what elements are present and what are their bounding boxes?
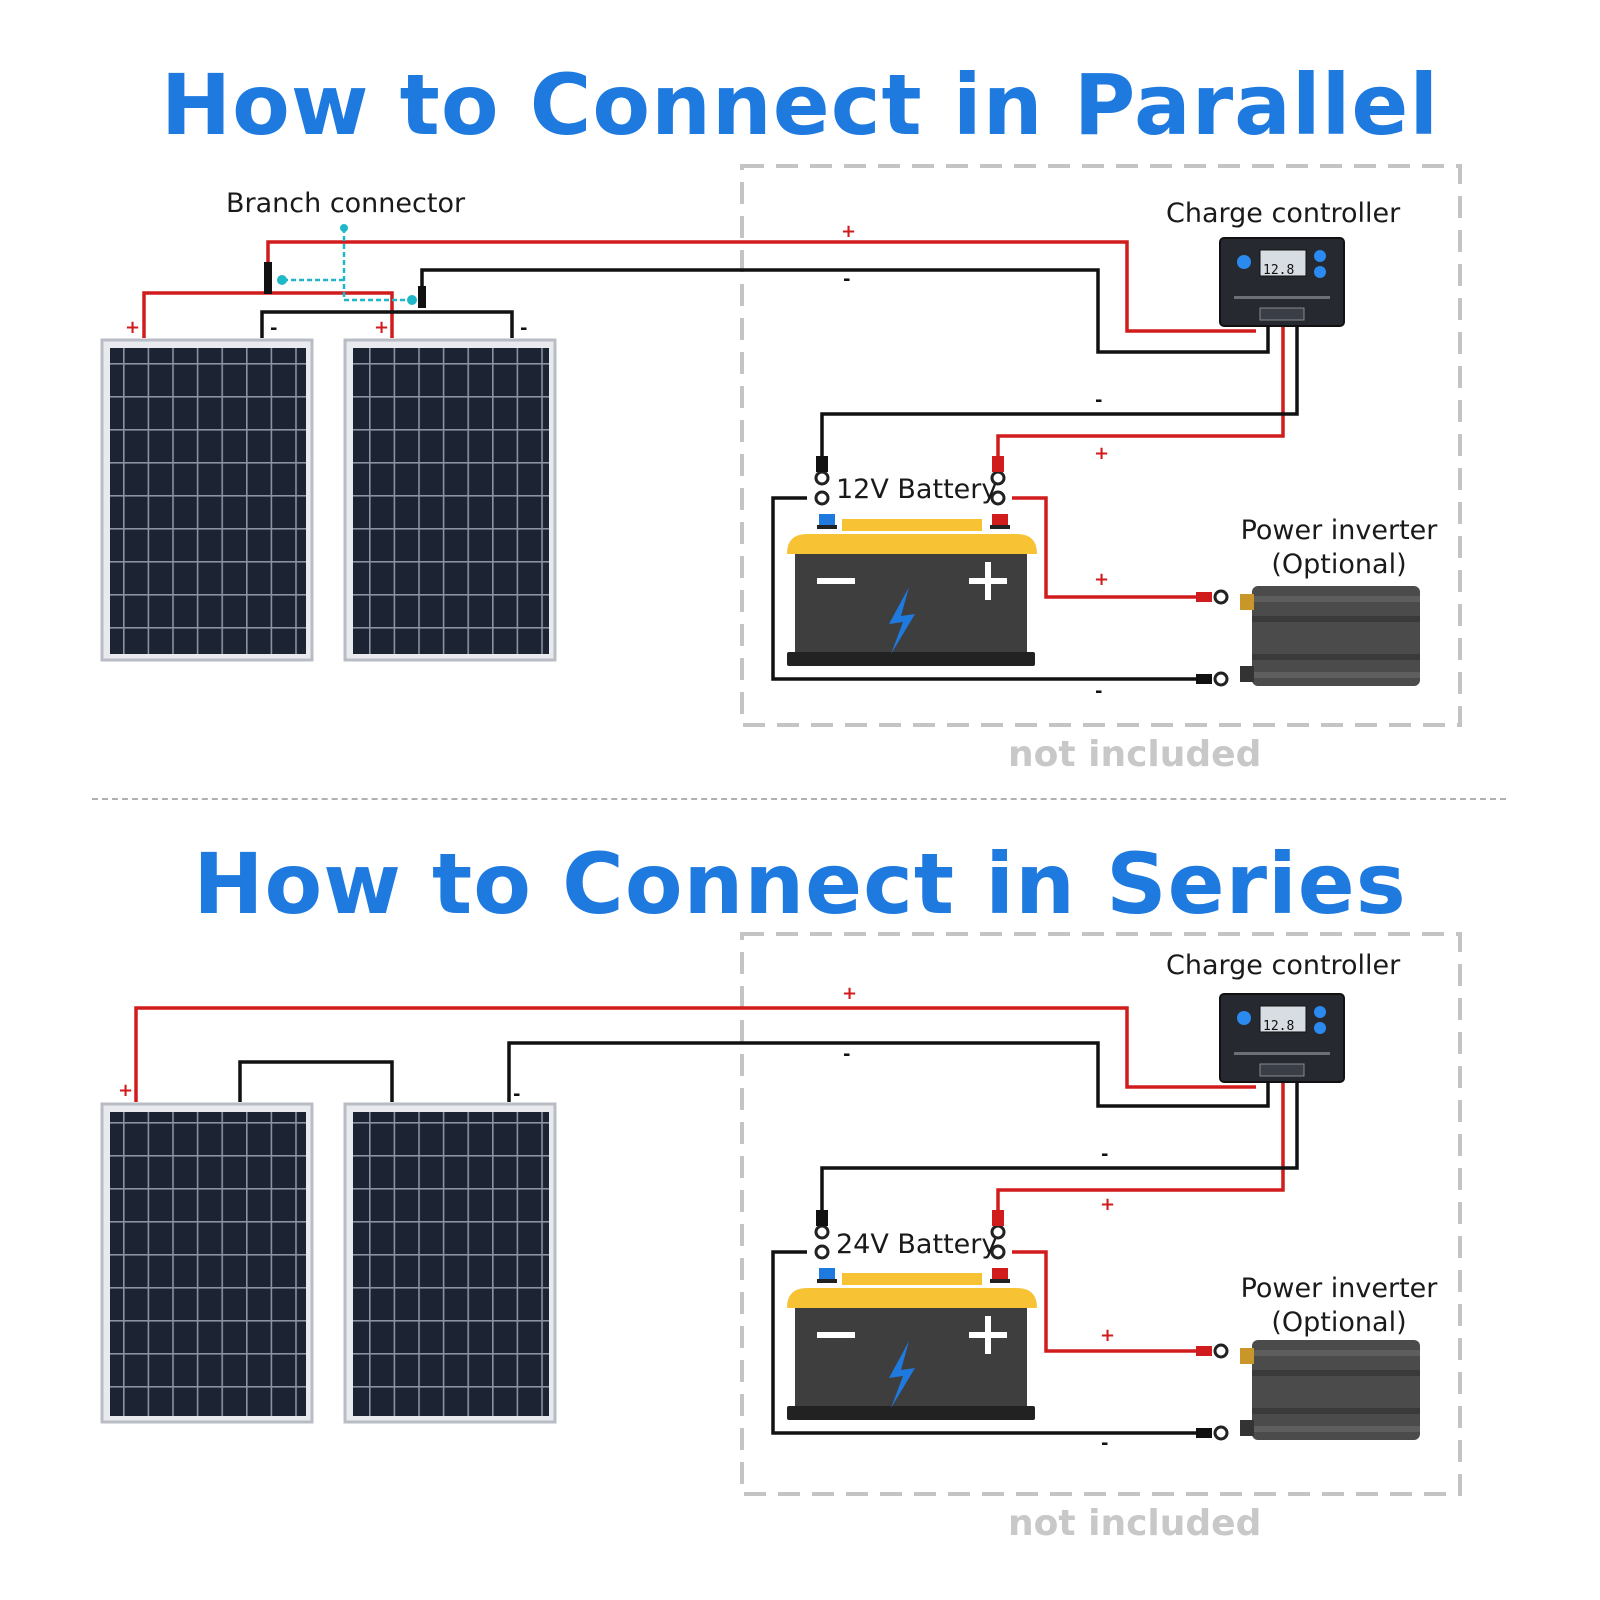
solar-panel-left bbox=[100, 1102, 314, 1424]
not-included-note: not included bbox=[1008, 1503, 1262, 1544]
parallel-charge-controller bbox=[1219, 237, 1345, 327]
polarity-minus: - bbox=[1095, 681, 1102, 702]
solar-panel-right bbox=[343, 338, 557, 662]
inverter-label-line2: (Optional) bbox=[1271, 549, 1407, 580]
branch-connector-label: Branch connector bbox=[226, 188, 466, 219]
polarity-plus: + bbox=[125, 317, 140, 338]
inverter-label-line1: Power inverter bbox=[1240, 1273, 1438, 1304]
parallel-power-inverter bbox=[1240, 586, 1420, 686]
charge-controller-label: Charge controller bbox=[1166, 198, 1401, 229]
polarity-plus: + bbox=[842, 983, 857, 1004]
polarity-plus: + bbox=[1094, 443, 1109, 464]
parallel-positive-wires bbox=[142, 240, 1285, 599]
section-divider bbox=[92, 798, 1506, 800]
charge-controller-label: Charge controller bbox=[1166, 950, 1401, 981]
inverter-label: Power inverter (Optional) bbox=[1234, 1272, 1444, 1340]
polarity-minus: - bbox=[520, 318, 527, 339]
parallel-negative-wires bbox=[260, 268, 1299, 681]
controller-display-value: 12.8 bbox=[1263, 1019, 1294, 1034]
not-included-note: not included bbox=[1008, 734, 1262, 775]
battery-label: 12V Battery bbox=[836, 474, 998, 505]
inverter-label: Power inverter (Optional) bbox=[1234, 514, 1444, 582]
polarity-plus: + bbox=[118, 1080, 133, 1101]
controller-display-value: 12.8 bbox=[1263, 263, 1294, 278]
series-negative-wires bbox=[238, 1041, 1299, 1435]
polarity-plus: + bbox=[841, 221, 856, 242]
series-power-inverter bbox=[1240, 1340, 1420, 1440]
inverter-label-line2: (Optional) bbox=[1271, 1307, 1407, 1338]
polarity-minus: - bbox=[1101, 1144, 1108, 1165]
series-not-included-box bbox=[740, 932, 1462, 1496]
polarity-minus: - bbox=[513, 1084, 520, 1105]
parallel-title: How to Connect in Parallel bbox=[160, 56, 1440, 154]
polarity-plus: + bbox=[1100, 1325, 1115, 1346]
solar-panel-left bbox=[100, 338, 314, 662]
polarity-plus: + bbox=[1094, 569, 1109, 590]
inverter-label-line1: Power inverter bbox=[1240, 515, 1438, 546]
polarity-minus: - bbox=[843, 269, 850, 290]
solar-panel-right bbox=[343, 1102, 557, 1424]
polarity-plus: + bbox=[1100, 1194, 1115, 1215]
polarity-minus: - bbox=[1095, 390, 1102, 411]
polarity-minus: - bbox=[843, 1044, 850, 1065]
polarity-plus: + bbox=[374, 317, 389, 338]
battery-label: 24V Battery bbox=[836, 1229, 998, 1260]
branch-connector-pointer bbox=[282, 228, 412, 302]
polarity-minus: - bbox=[270, 318, 277, 339]
parallel-battery bbox=[787, 514, 1037, 666]
series-charge-controller bbox=[1219, 993, 1345, 1083]
parallel-not-included-box bbox=[740, 164, 1462, 727]
series-title: How to Connect in Series bbox=[193, 835, 1407, 933]
series-battery bbox=[787, 1268, 1037, 1420]
series-positive-wires bbox=[134, 1006, 1285, 1353]
branch-connector-negative bbox=[418, 286, 426, 308]
branch-connector-positive bbox=[264, 262, 272, 294]
polarity-minus: - bbox=[1101, 1433, 1108, 1454]
